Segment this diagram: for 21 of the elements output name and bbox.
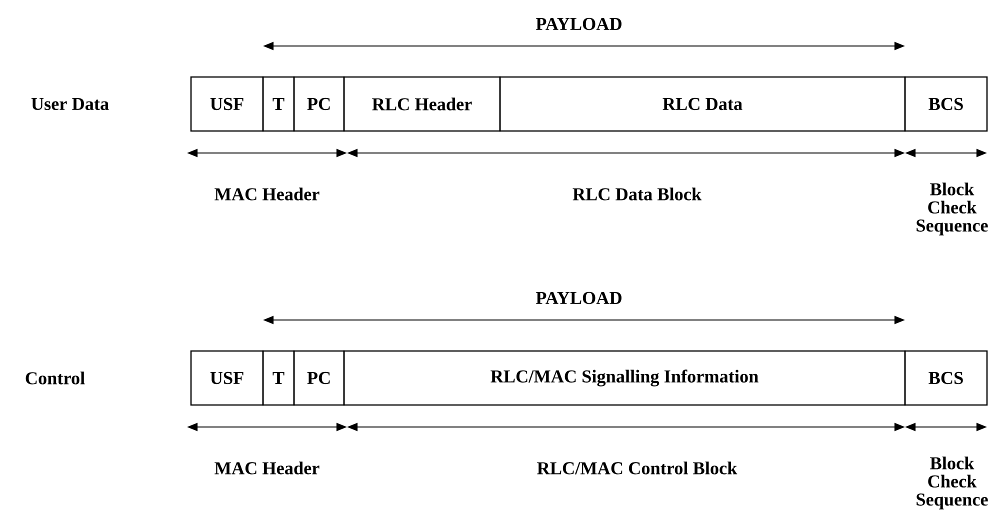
field-cell: RLC/MAC Signalling Information	[343, 350, 906, 406]
span-label: Block Check Sequence	[916, 182, 988, 236]
payload-label: PAYLOAD	[536, 292, 622, 304]
row-label: Control	[26, 372, 85, 384]
field-cell: T	[262, 76, 295, 132]
field-cell: RLC Header	[343, 76, 501, 132]
span-label: Block Check Sequence	[916, 456, 988, 510]
span-label: RLC Data Block	[572, 188, 702, 200]
field-cell: BCS	[904, 350, 988, 406]
span-label: MAC Header	[214, 188, 320, 200]
span-label: MAC Header	[214, 462, 320, 474]
field-cell: PC	[293, 350, 345, 406]
row-label: User Data	[31, 98, 109, 110]
field-cell: RLC Data	[499, 76, 906, 132]
span-label: RLC/MAC Control Block	[537, 462, 738, 474]
field-cell: USF	[190, 76, 264, 132]
field-cell: PC	[293, 76, 345, 132]
field-cell: USF	[190, 350, 264, 406]
field-cell: BCS	[904, 76, 988, 132]
field-cell: T	[262, 350, 295, 406]
payload-label: PAYLOAD	[536, 18, 622, 30]
